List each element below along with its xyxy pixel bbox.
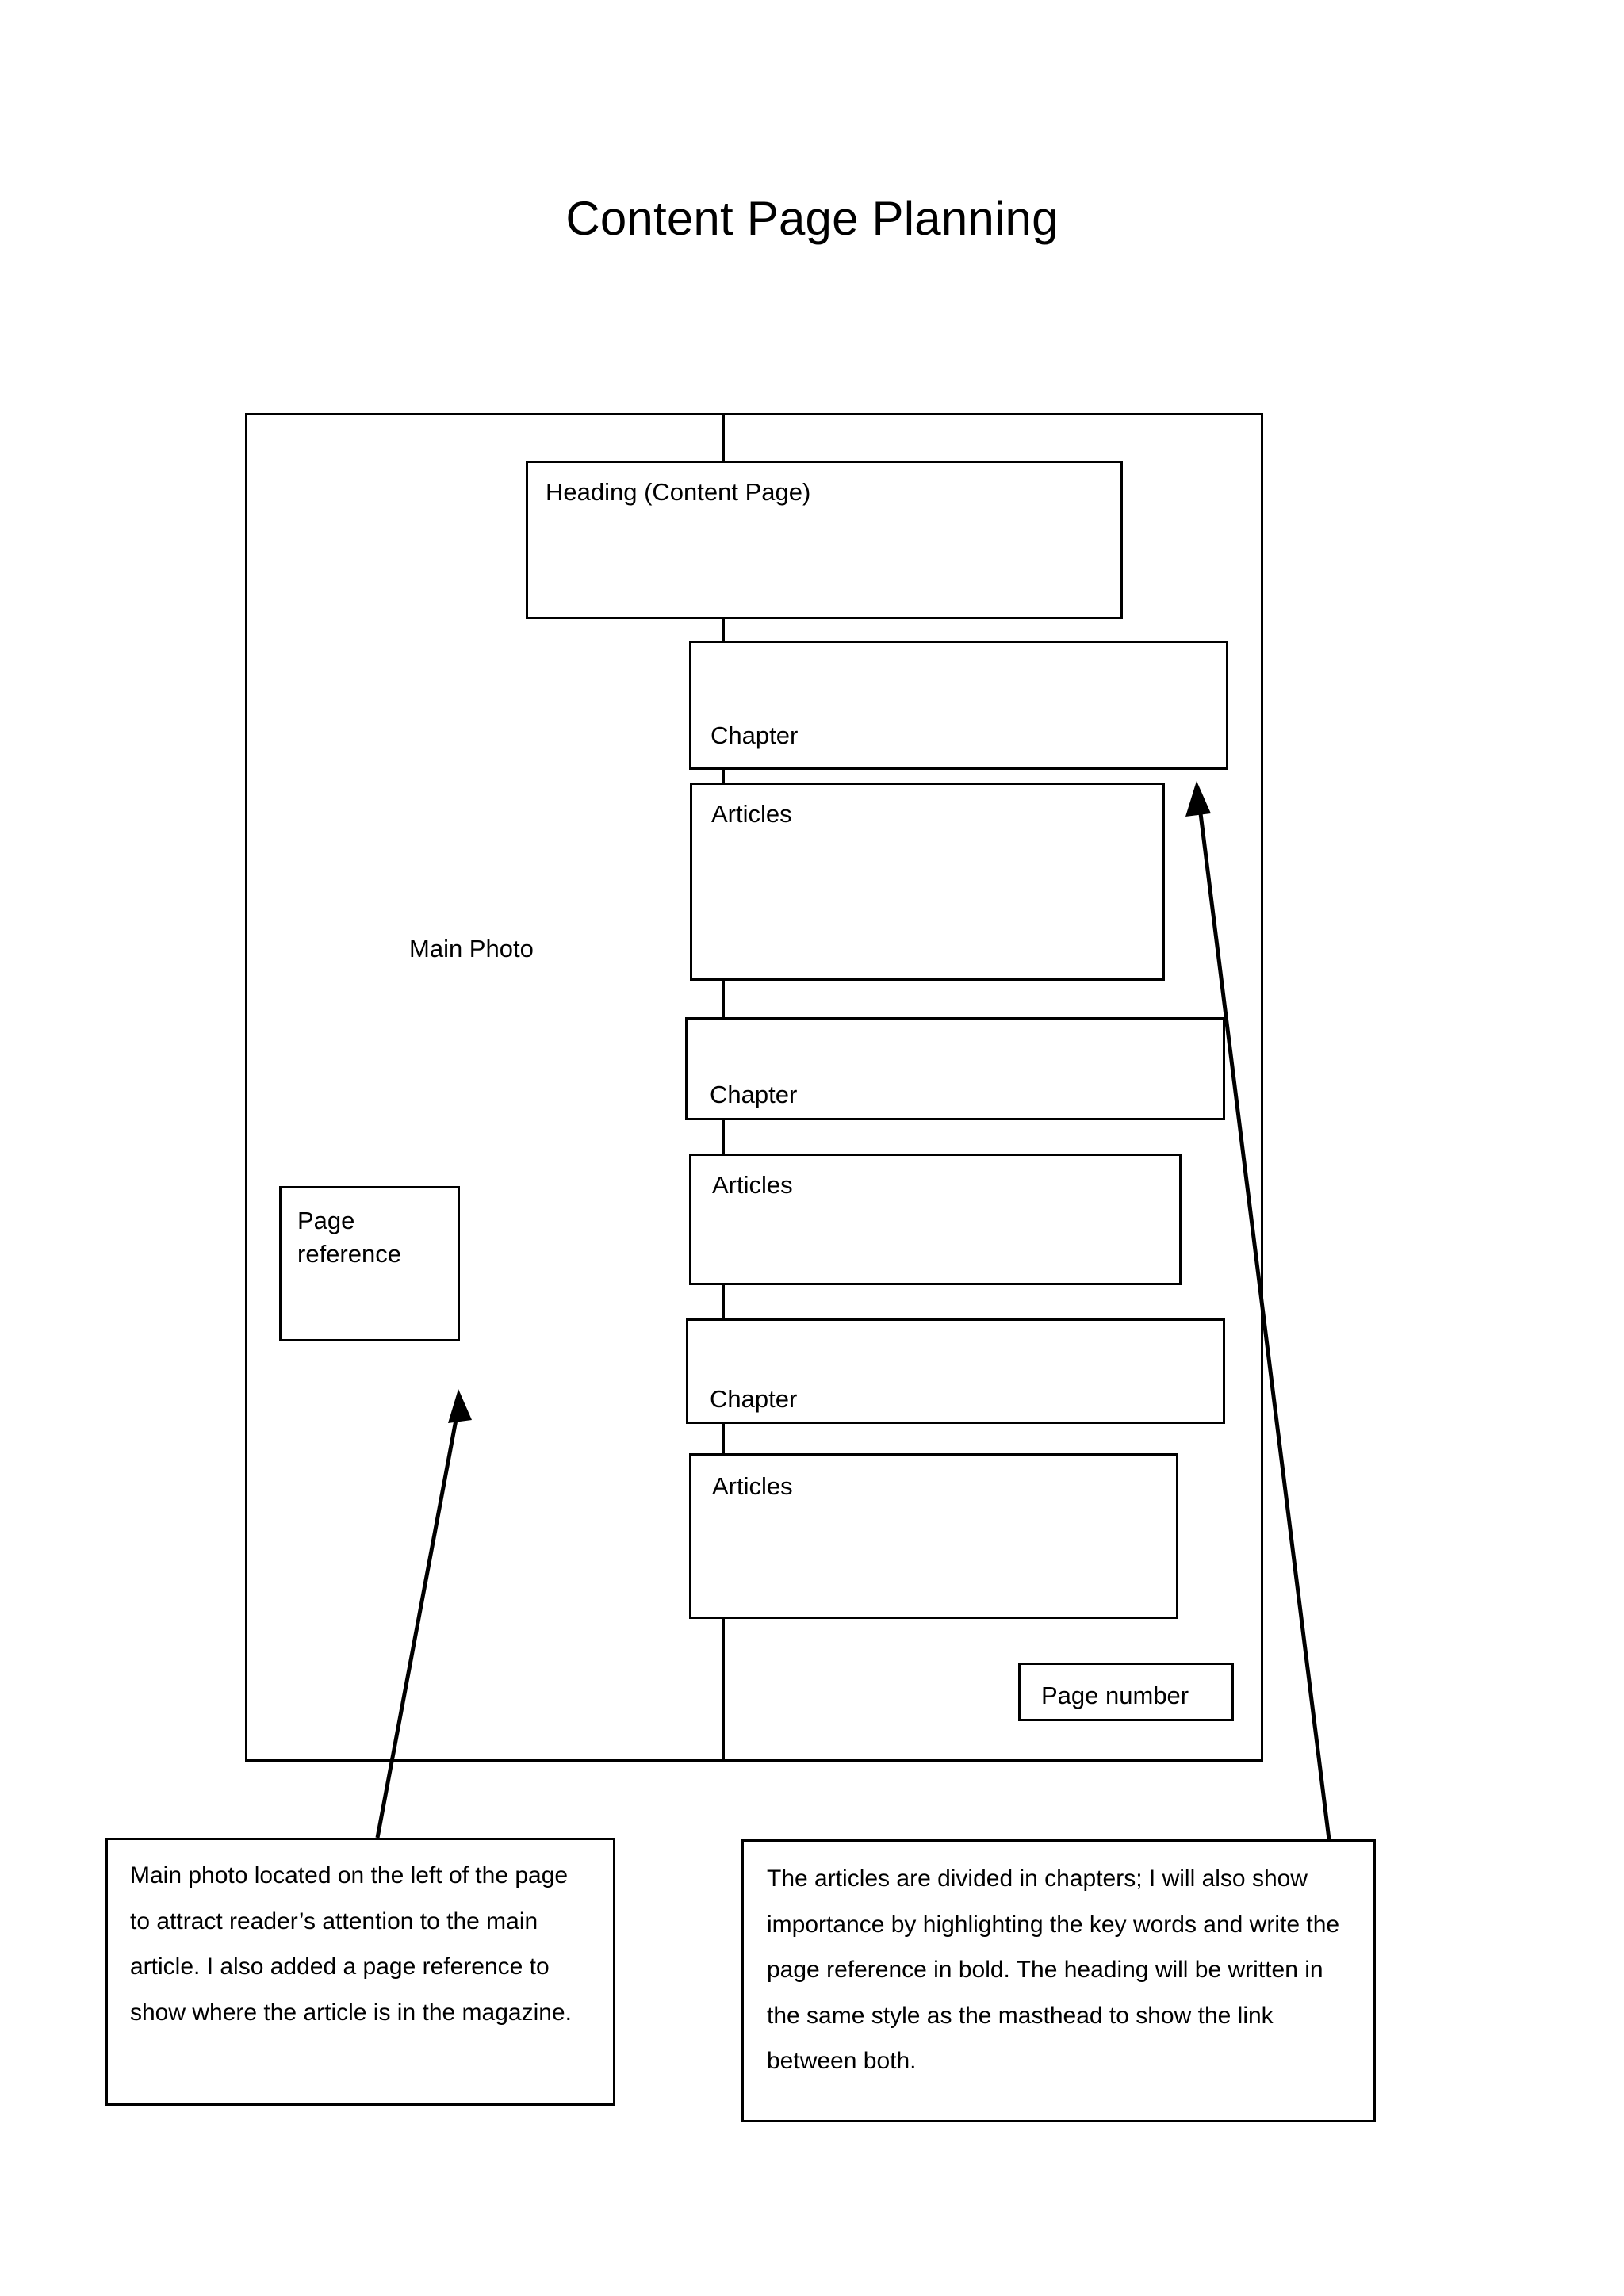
annotation-left-text: Main photo located on the left of the pa… (130, 1862, 572, 2026)
layout-box-page-number[interactable]: Page number (1018, 1663, 1234, 1721)
layout-box-articles-2-label: Articles (712, 1171, 793, 1199)
layout-box-page-reference-label: Page reference (297, 1207, 401, 1268)
connector-frame-to-heading (722, 413, 725, 462)
connector-chapter3-to-articles3 (722, 1422, 725, 1456)
connector-chapter1-to-articles1 (722, 767, 725, 785)
connector-chapter2-to-articles2 (722, 1118, 725, 1156)
layout-box-chapter-1-label: Chapter (710, 721, 799, 749)
layout-box-articles-1[interactable]: Articles (690, 783, 1165, 981)
layout-box-articles-2[interactable]: Articles (689, 1154, 1182, 1285)
annotation-box-right[interactable]: The articles are divided in chapters; I … (741, 1839, 1376, 2122)
connector-articles3-to-frame (722, 1617, 725, 1762)
connector-heading-to-chapter1 (722, 618, 725, 643)
layout-box-chapter-2[interactable]: Chapter (685, 1017, 1225, 1120)
layout-box-chapter-3[interactable]: Chapter (686, 1318, 1225, 1424)
layout-box-page-reference[interactable]: Page reference (279, 1186, 460, 1341)
layout-box-chapter-1[interactable]: Chapter (689, 641, 1228, 770)
annotation-box-left[interactable]: Main photo located on the left of the pa… (105, 1838, 615, 2106)
layout-box-articles-1-label: Articles (711, 800, 792, 828)
page-title: Content Page Planning (565, 192, 1059, 245)
connector-articles2-to-chapter3 (722, 1283, 725, 1321)
connector-articles1-to-chapter2 (722, 979, 725, 1020)
layout-box-articles-3[interactable]: Articles (689, 1453, 1178, 1619)
layout-box-chapter-2-label: Chapter (710, 1081, 798, 1108)
layout-box-page-number-label: Page number (1041, 1682, 1189, 1709)
annotation-right-text: The articles are divided in chapters; I … (767, 1866, 1340, 2075)
layout-box-heading[interactable]: Heading (Content Page) (526, 461, 1123, 619)
layout-box-chapter-3-label: Chapter (710, 1385, 798, 1413)
layout-box-articles-3-label: Articles (712, 1472, 793, 1500)
layout-box-heading-label: Heading (Content Page) (546, 478, 811, 506)
main-photo-label: Main Photo (409, 935, 534, 962)
